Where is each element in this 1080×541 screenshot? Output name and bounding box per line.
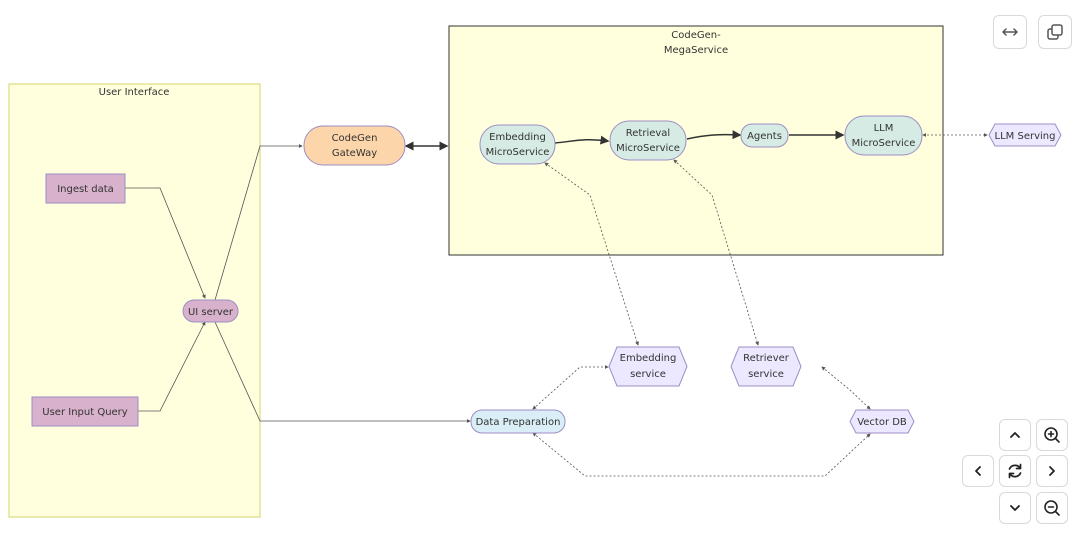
svg-text:service: service: [630, 369, 666, 380]
edge-embed-retrieval: [554, 135, 610, 145]
svg-text:MicroService: MicroService: [486, 147, 550, 158]
svg-text:MicroService: MicroService: [852, 138, 916, 149]
ingest-data-node: Ingest data: [45, 173, 126, 204]
user-interface-title: User Interface: [99, 87, 170, 98]
pan-up-button[interactable]: [999, 419, 1031, 451]
svg-text:service: service: [748, 369, 784, 380]
edge-retrsvc-vectordb: [821, 366, 871, 410]
user-input-query-node: User Input Query: [31, 396, 139, 427]
svg-text:GateWay: GateWay: [332, 148, 377, 159]
retrieval-microservice-node: Retrieval MicroService: [609, 120, 687, 161]
codegen-gateway-node: CodeGen GateWay: [303, 125, 406, 166]
edge-retrms-retrsvc: [673, 159, 759, 346]
edges: [125, 130, 988, 477]
svg-text:Agents: Agents: [747, 131, 782, 142]
edge-embedms-embedsvc: [544, 162, 639, 346]
svg-text:LLM Serving: LLM Serving: [995, 131, 1056, 142]
zoom-in-icon: [1044, 427, 1060, 443]
chevron-right-icon: [1049, 466, 1055, 476]
svg-text:CodeGen: CodeGen: [332, 133, 378, 144]
edge-ui-dataprep: [214, 321, 471, 423]
megaservice-title-line2: MegaService: [664, 45, 728, 56]
svg-text:Embedding: Embedding: [620, 353, 677, 364]
svg-text:UI server: UI server: [188, 307, 234, 318]
pan-right-button[interactable]: [1036, 455, 1068, 487]
arrows-horizontal-icon: [1002, 28, 1018, 36]
pan-left-button[interactable]: [962, 455, 994, 487]
svg-text:MicroService: MicroService: [616, 143, 680, 154]
retriever-service-node: Retriever service: [730, 346, 802, 387]
svg-text:Ingest data: Ingest data: [57, 184, 114, 195]
svg-text:Data Preparation: Data Preparation: [476, 417, 561, 428]
edge-dataprep-embedsvc: [532, 365, 609, 410]
embedding-microservice-node: Embedding MicroService: [479, 124, 556, 165]
svg-text:LLM: LLM: [874, 123, 894, 134]
edge-retrieval-agents: [686, 130, 742, 140]
edge-ingest-ui: [125, 187, 206, 299]
copy-icon: [1047, 24, 1063, 40]
svg-text:User Input Query: User Input Query: [42, 407, 128, 418]
embedding-service-node: Embedding service: [608, 346, 688, 387]
llm-microservice-node: LLM MicroService: [844, 115, 923, 156]
svg-text:Vector DB: Vector DB: [857, 417, 907, 428]
zoom-out-icon: [1044, 500, 1060, 516]
zoom-out-button[interactable]: [1036, 492, 1068, 524]
edge-ui-gateway: [214, 144, 303, 301]
edge-dataprep-vectordb: [532, 432, 871, 477]
svg-text:Embedding: Embedding: [489, 132, 546, 143]
pan-down-button[interactable]: [999, 492, 1031, 524]
chevron-up-icon: [1010, 432, 1020, 438]
expand-button[interactable]: [993, 15, 1027, 49]
llm-serving-node: LLM Serving: [988, 123, 1062, 147]
agents-node: Agents: [740, 123, 789, 148]
edge-query-ui: [138, 321, 206, 412]
refresh-icon: [1008, 463, 1022, 479]
chevron-down-icon: [1010, 505, 1020, 511]
megaservice-title-line1: CodeGen-: [671, 30, 721, 41]
svg-text:Retrieval: Retrieval: [626, 128, 670, 139]
data-preparation-node: Data Preparation: [470, 409, 566, 434]
zoom-in-button[interactable]: [1036, 419, 1068, 451]
svg-text:Retriever: Retriever: [743, 353, 790, 364]
reset-view-button[interactable]: [999, 455, 1031, 487]
vector-db-node: Vector DB: [849, 409, 915, 434]
ui-server-node: UI server: [182, 299, 239, 323]
copy-button[interactable]: [1038, 15, 1072, 49]
chevron-left-icon: [975, 466, 981, 476]
